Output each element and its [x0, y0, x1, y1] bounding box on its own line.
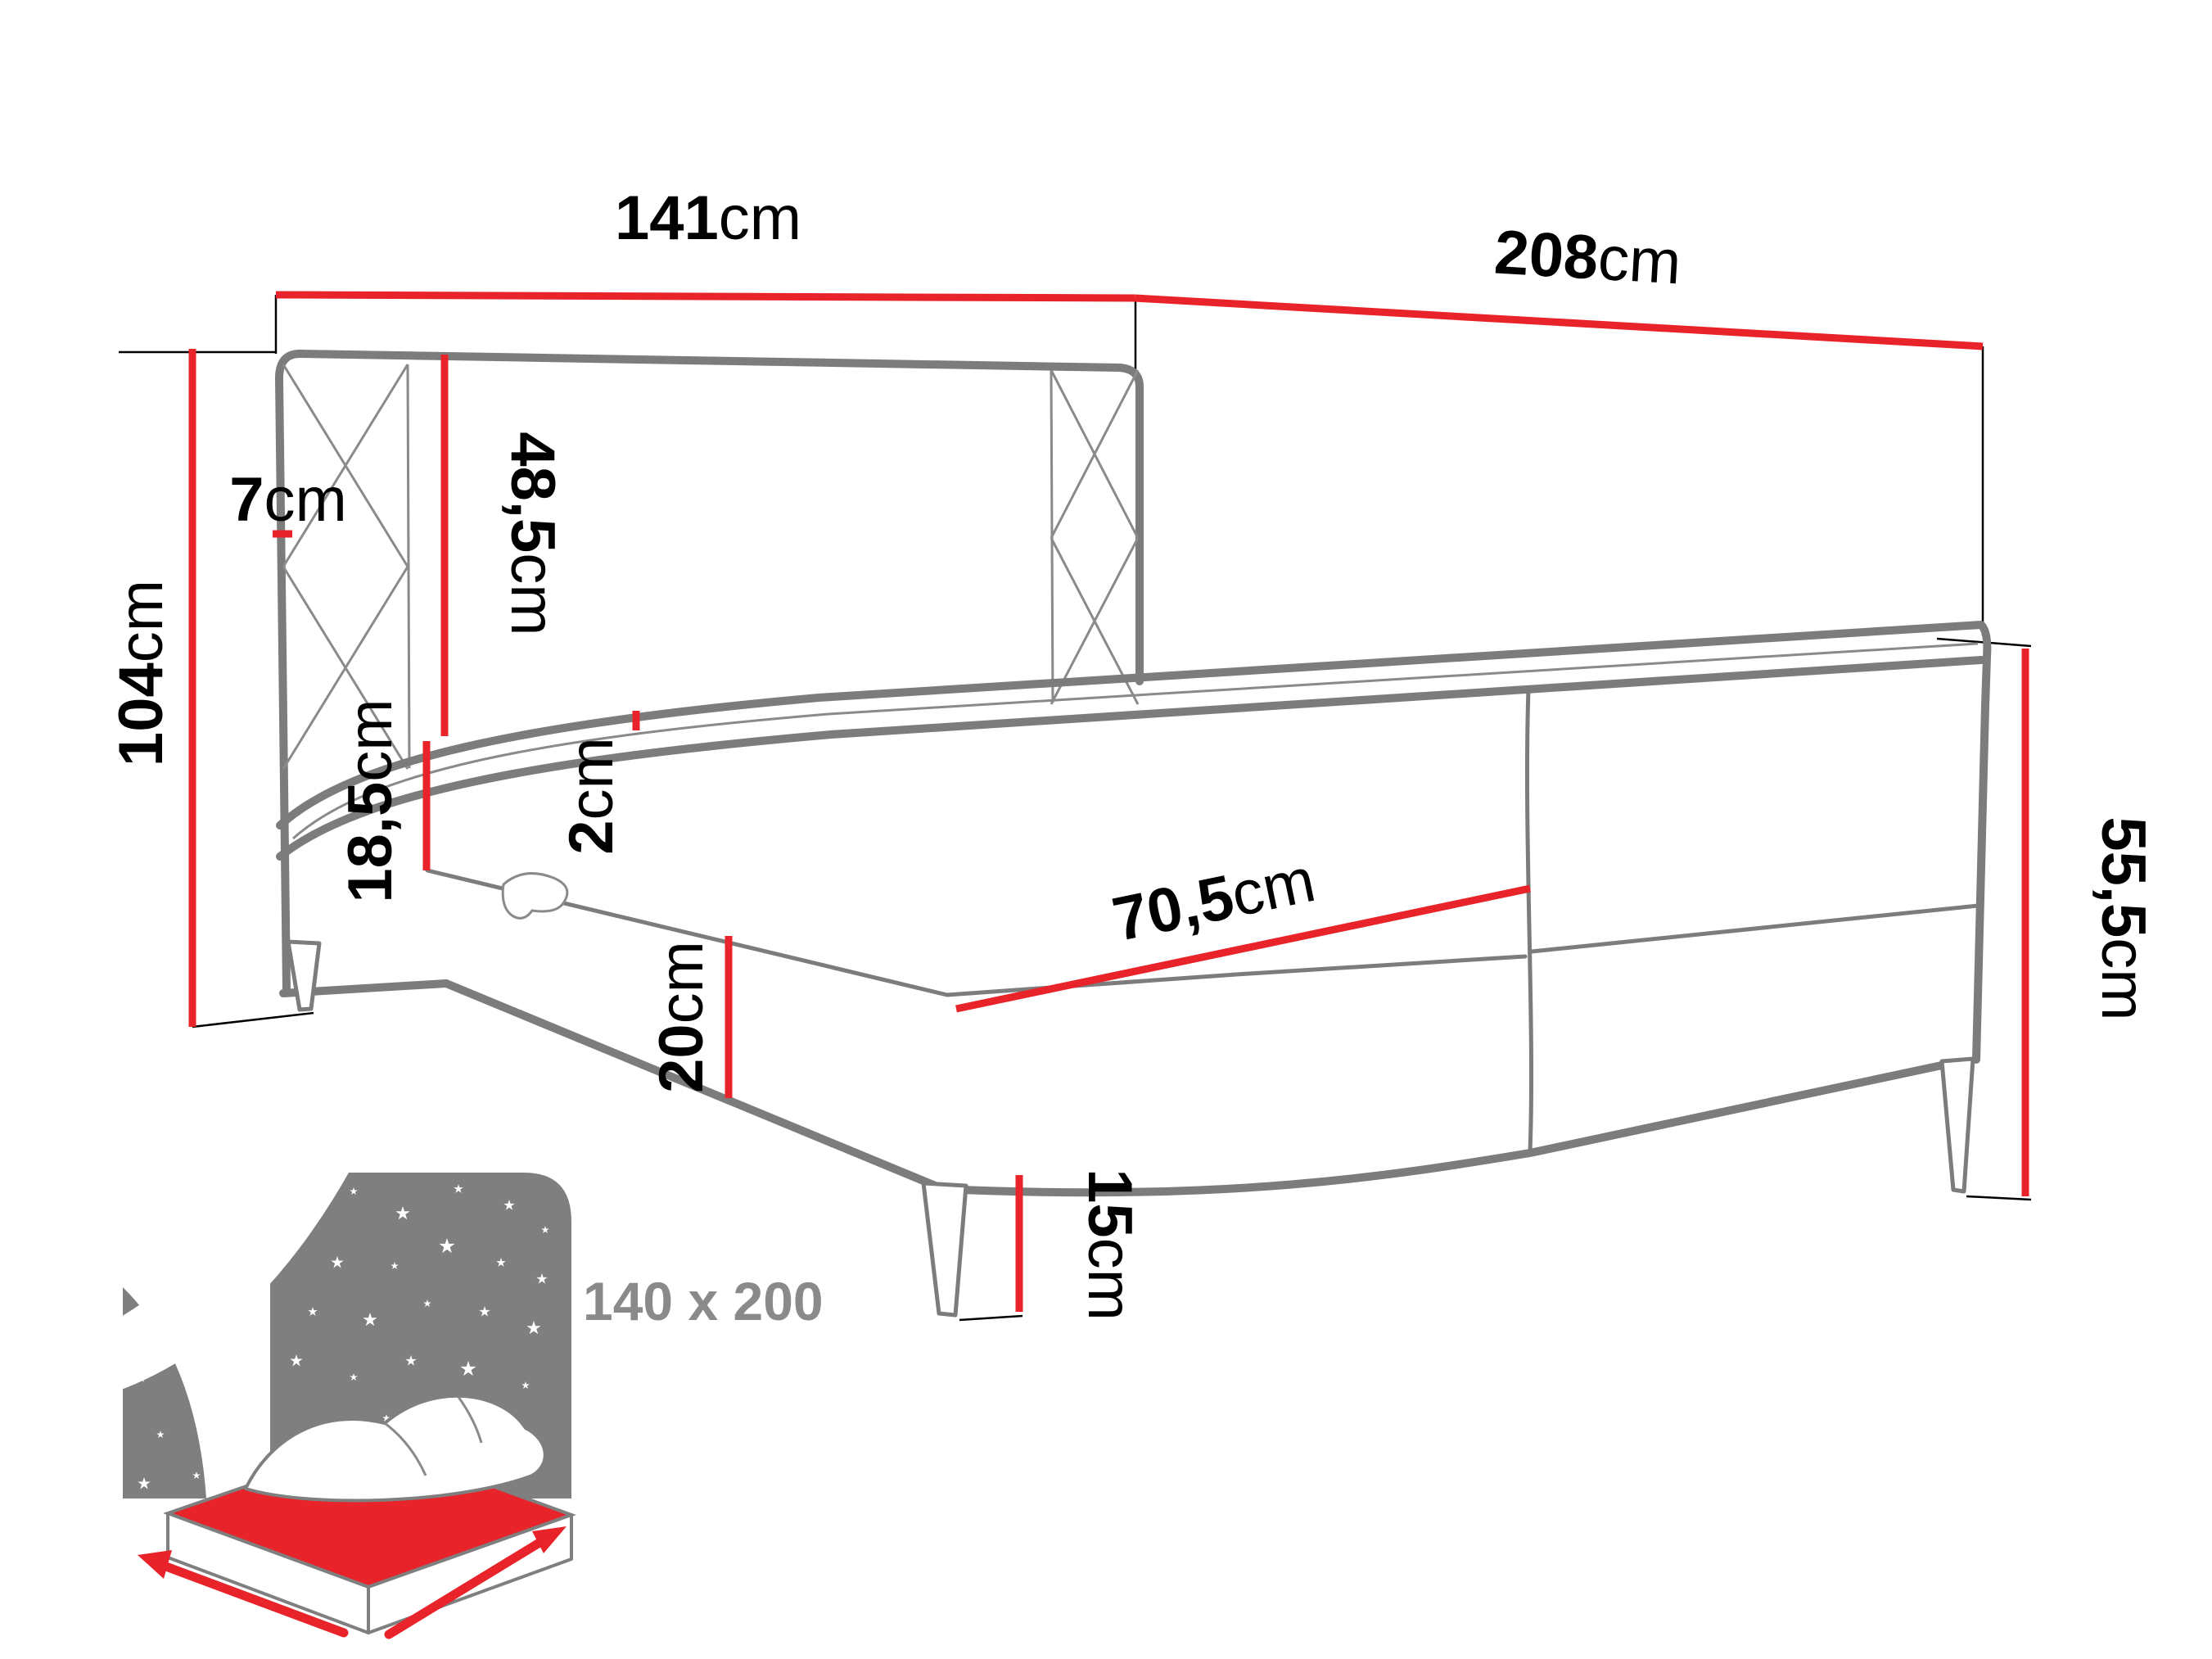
front-right-leg [1939, 1056, 1975, 1194]
mattress-bottom-edge [276, 656, 1985, 861]
label-topper-thickness: 2cm [557, 737, 626, 855]
front-left-leg [921, 1181, 968, 1318]
width-arrow-head [138, 1550, 172, 1579]
bed-size-icon: 140 x 200 [111, 1167, 824, 1639]
base-front-bottom-edge [939, 1059, 1957, 1197]
dimension-lines [188, 291, 2029, 1312]
extension-line-104-bottom [192, 1011, 314, 1028]
x-panel-border [406, 364, 411, 769]
dimension-line-70-5 [955, 884, 1531, 1013]
width-arrow-shaft [159, 1561, 349, 1638]
dimension-line-141 [275, 291, 1135, 302]
label-total-depth: 208cm [1492, 218, 1683, 298]
base-left-bottom-edge [442, 979, 947, 1193]
label-upper-box-height: 18,5cm [336, 698, 405, 902]
x-panel-diagonals [1050, 369, 1140, 705]
label-side-panel-thickness: 7cm [229, 465, 347, 535]
duvet [244, 1394, 547, 1503]
label-leg-height: 15cm [1075, 1169, 1144, 1321]
drawer-handle [501, 872, 569, 920]
dimension-line-208 [1134, 294, 1984, 350]
headboard-left-x-panel [282, 364, 411, 770]
drawer-divider [1524, 687, 1534, 1154]
headboard-right-x-panel [1050, 369, 1140, 705]
x-panel-diagonals [282, 364, 409, 770]
headboard-outline [275, 350, 1144, 993]
base-right-edge [1972, 702, 1989, 1064]
base-seam-front [945, 903, 1980, 997]
label-headboard-above-mattress: 48,5cm [498, 432, 567, 635]
size-badge: 140 x 200 [583, 1271, 824, 1331]
bed-outline [275, 350, 1992, 1318]
extension-lines [119, 295, 2032, 1322]
rear-left-leg [286, 939, 322, 1012]
mattress-top-edge [276, 621, 1992, 830]
label-side-height-total: 55,5cm [2088, 816, 2158, 1020]
label-headboard-height: 104cm [106, 580, 176, 766]
extension-line-15-bottom [959, 1314, 1023, 1322]
label-headboard-width: 141cm [615, 183, 801, 253]
length-arrow-shaft [384, 1531, 555, 1639]
moonlight-swoosh [111, 1167, 352, 1392]
mattress-topper-seam [292, 642, 1979, 840]
extension-line-55-bottom [1966, 1195, 2032, 1201]
duvet-fold [384, 1422, 427, 1476]
pillow-fold [457, 1396, 483, 1444]
dimension-labels: 141cm 208cm 104cm 7cm 48,5cm 18,5cm 2cm … [106, 183, 2158, 1321]
length-arrow-head [532, 1526, 567, 1553]
label-lower-box-height: 20cm [647, 941, 716, 1093]
mattress-side-right [367, 1513, 573, 1634]
